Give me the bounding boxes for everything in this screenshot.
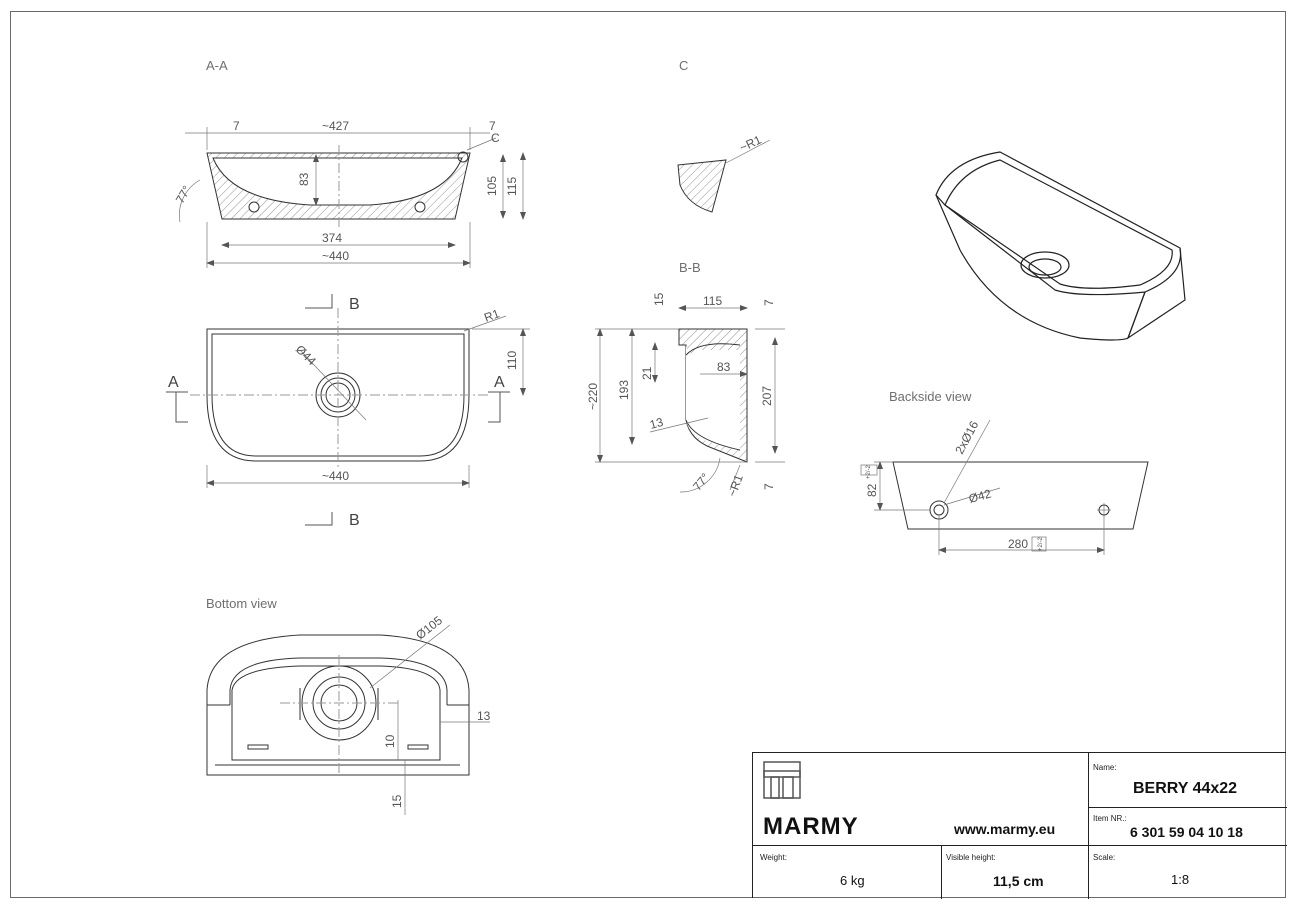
backside-hole-dia-dim: Ø42	[967, 486, 993, 505]
brand-name: MARMY	[763, 813, 859, 840]
bb-top-gap-dim: 7	[762, 299, 776, 306]
detail-c-radius-dim: ~R1	[737, 132, 763, 154]
top-radius-dim: R1	[482, 306, 502, 325]
backside-height-tolerance: +2/-2	[866, 464, 872, 479]
backside-spacing-dim: 280	[1008, 537, 1028, 551]
scale-label: Scale:	[1093, 853, 1116, 862]
section-aa-drawing	[179, 127, 526, 268]
section-b-top-marker: B	[349, 296, 360, 313]
bb-height193-dim: 193	[617, 380, 631, 400]
bb-radius-dim: ~R1	[725, 472, 746, 498]
weight-label: Weight:	[760, 853, 787, 862]
aa-overall-width-dim: ~440	[322, 249, 349, 263]
isometric-view-drawing	[935, 151, 1186, 341]
section-a-right-marker: A	[494, 374, 505, 391]
section-a-left-marker: A	[168, 374, 179, 391]
backside-holes-dim: 2xØ16	[952, 418, 981, 456]
weight-value: 6 kg	[840, 873, 865, 888]
aa-detail-c-ref: C	[491, 131, 500, 145]
bottom-10-dim: 10	[383, 734, 397, 748]
bb-depth21-dim: 21	[640, 366, 654, 380]
website-link[interactable]: www.marmy.eu	[954, 821, 1056, 837]
section-b-bottom-marker: B	[349, 512, 360, 529]
aa-inner-height-dim: 105	[485, 176, 499, 196]
bb-overall-dim: ~220	[586, 383, 600, 410]
top-half-depth-dim: 110	[505, 351, 519, 370]
bb-rim-dim: 15	[652, 292, 666, 306]
backside-view-label: Backside view	[889, 389, 972, 404]
bb-height207-dim: 207	[760, 386, 774, 406]
bottom-view-label: Bottom view	[206, 596, 277, 611]
aa-inner-depth-dim: 83	[297, 172, 311, 186]
detail-c-drawing	[677, 139, 771, 213]
visible-height-value: 11,5 cm	[993, 873, 1044, 889]
backside-height-dim: 82	[865, 483, 879, 497]
title-block: MARMY www.marmy.eu Name: BERRY 44x22 Ite…	[752, 752, 1287, 899]
backside-view-drawing	[860, 419, 1149, 555]
bottom-dia-dim: Ø105	[413, 613, 445, 642]
bottom-15-dim: 15	[390, 794, 404, 808]
bb-width-dim: 115	[703, 294, 722, 308]
top-view-drawing	[166, 294, 530, 526]
scale-value: 1:8	[1171, 872, 1190, 887]
item-number: 6 301 59 04 10 18	[1130, 824, 1243, 840]
product-name: BERRY 44x22	[1133, 780, 1238, 797]
section-aa-label: A-A	[206, 58, 228, 73]
bottom-view-drawing	[206, 624, 490, 815]
visible-height-label: Visible height:	[946, 853, 996, 862]
aa-left-wall-dim: 7	[233, 119, 240, 133]
backside-spacing-tolerance: +2/-2	[1038, 536, 1044, 551]
bb-bottom-gap-dim: 7	[762, 483, 776, 490]
aa-total-height-dim: 115	[505, 177, 519, 196]
section-bb-label: B-B	[679, 260, 701, 275]
aa-bottom-width-dim: 374	[322, 231, 342, 245]
marmy-logo-icon	[762, 760, 802, 800]
bb-inner83-dim: 83	[717, 360, 731, 374]
bb-bottom13-dim: 13	[648, 415, 665, 432]
detail-c-label: C	[679, 58, 689, 73]
name-label: Name:	[1093, 763, 1117, 772]
drawing-frame	[10, 11, 1286, 898]
item-number-label: Item NR.:	[1093, 814, 1127, 823]
section-bb-drawing	[595, 305, 785, 493]
aa-top-width-dim: ~427	[322, 119, 349, 133]
aa-right-wall-dim: 7	[489, 119, 496, 133]
top-overall-width-dim: ~440	[322, 469, 349, 483]
top-hole-dia-dim: Ø44	[293, 342, 319, 368]
bottom-13-dim: 13	[477, 709, 491, 723]
